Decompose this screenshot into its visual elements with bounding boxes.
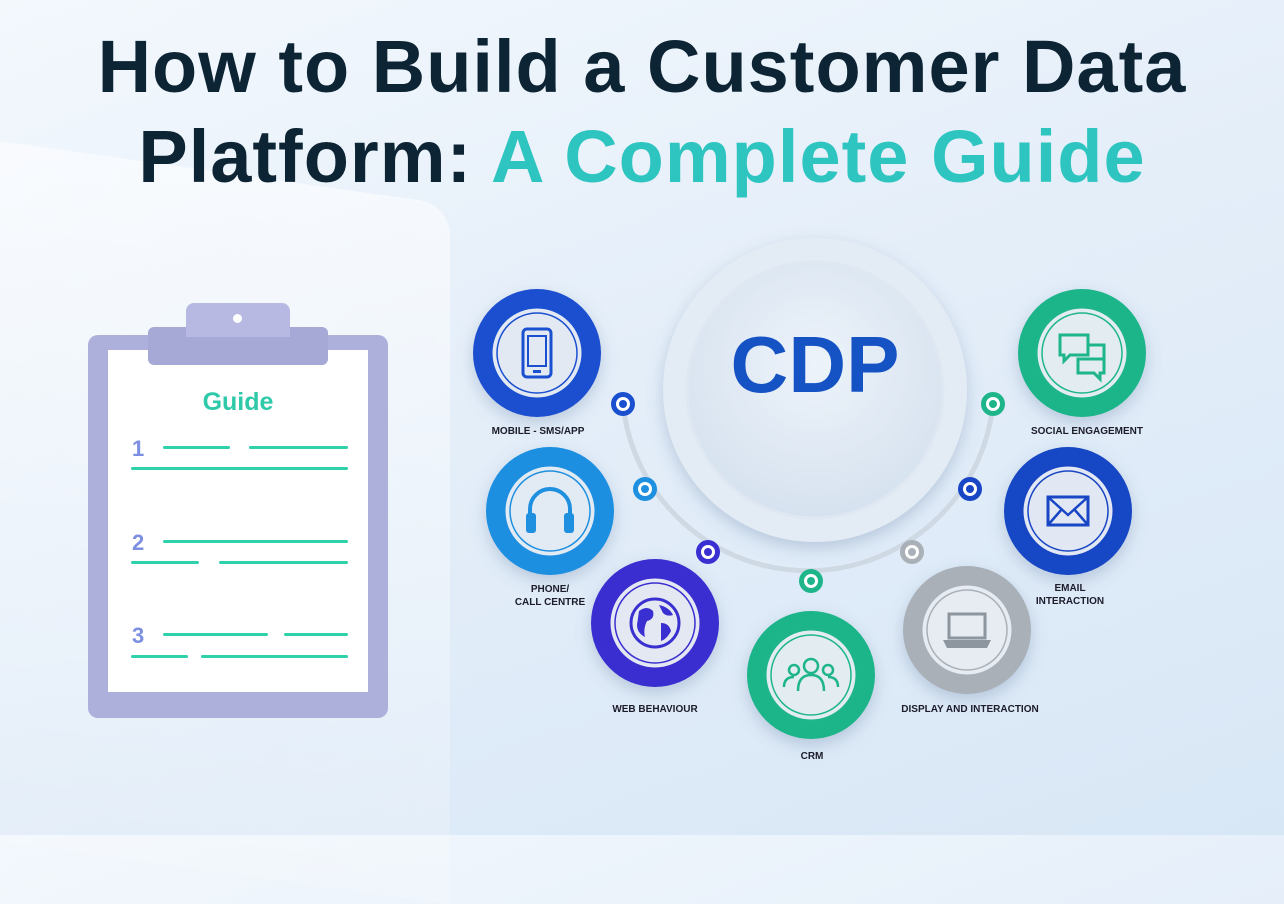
- connector-dot: [799, 569, 823, 593]
- text-line: [163, 446, 230, 449]
- node-label-web: WEB BEHAVIOUR: [612, 704, 698, 715]
- label-line: PHONE/: [530, 584, 570, 595]
- text-line: [163, 633, 268, 636]
- step-number: 3: [132, 623, 145, 648]
- connector-dot: [611, 392, 635, 416]
- text-line: [131, 655, 188, 658]
- label-line: EMAIL: [1054, 583, 1086, 594]
- title-line-1: How to Build a Customer Data: [97, 25, 1187, 108]
- label-line: CALL CENTRE: [514, 597, 586, 608]
- envelope-icon: [1046, 495, 1090, 527]
- cdp-core: [685, 260, 945, 520]
- node-laptop: [903, 566, 1031, 694]
- cdp-label: CDP: [730, 320, 900, 409]
- step-number: 2: [132, 530, 145, 555]
- globe-icon: [629, 597, 681, 649]
- node-envelope: [1004, 447, 1132, 575]
- title-dark: Platform:: [138, 115, 473, 198]
- text-line: [131, 561, 199, 564]
- node-label-display: DISPLAY AND INTERACTION: [901, 704, 1039, 715]
- people-group-icon: [782, 657, 840, 692]
- clipboard-hole: [233, 314, 242, 323]
- node-label-social: SOCIAL ENGAGEMENT: [1030, 426, 1144, 437]
- title-line-2: Platform: A Complete Guide: [0, 120, 1284, 194]
- node-chat-bubbles: [1018, 289, 1146, 417]
- text-line: [249, 446, 348, 449]
- connector-dot: [981, 392, 1005, 416]
- text-line: [219, 561, 348, 564]
- node-mobile-phone: [473, 289, 601, 417]
- node-globe: [591, 559, 719, 687]
- headphones-icon: [526, 487, 574, 533]
- text-line: [163, 540, 348, 543]
- connector-dot: [958, 477, 982, 501]
- text-line: [201, 655, 348, 658]
- clipboard-heading: Guide: [202, 388, 274, 416]
- title-accent: A Complete Guide: [490, 115, 1146, 198]
- mobile-phone-icon: [521, 327, 553, 379]
- cdp-diagram: [473, 238, 1146, 739]
- chat-bubbles-icon: [1058, 333, 1106, 383]
- node-people-group: [747, 611, 875, 739]
- connector-dot: [696, 540, 720, 564]
- connector-dot: [633, 477, 657, 501]
- node-label-mobile: MOBILE - SMS/APP: [491, 426, 585, 437]
- node-label-phone: PHONE/CALL CENTRE: [500, 583, 600, 609]
- text-line: [284, 633, 348, 636]
- step-number: 1: [132, 436, 145, 461]
- text-line: [131, 467, 348, 470]
- node-label-crm: CRM: [800, 751, 824, 762]
- node-label-email: EMAIL INTERACTION: [1020, 582, 1120, 608]
- node-headphones: [486, 447, 614, 575]
- laptop-icon: [943, 612, 991, 648]
- connector-dot: [900, 540, 924, 564]
- label-line: INTERACTION: [1035, 596, 1105, 607]
